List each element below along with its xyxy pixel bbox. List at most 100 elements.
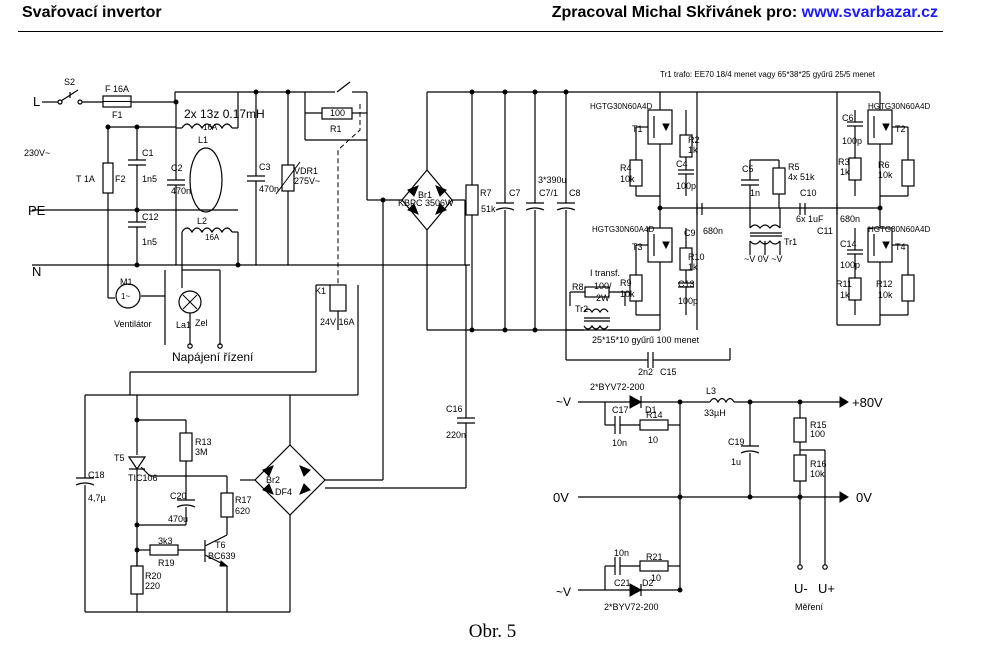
label-c12-value: 1n5 — [142, 237, 157, 247]
label-t1a: T 1A — [76, 174, 95, 184]
credit-link[interactable]: www.svarbazar.cz — [801, 4, 938, 21]
label-c3: C3 — [259, 162, 271, 172]
label-vdr1-value: 275V~ — [294, 176, 320, 186]
label-c1-value: 1n5 — [142, 174, 157, 184]
label-ac-v2: ~V — [556, 585, 571, 599]
label-c1: C1 — [142, 148, 154, 158]
label-c15: C15 — [660, 367, 677, 377]
label-t2: T2 — [895, 124, 906, 134]
label-c21: C21 — [614, 578, 631, 588]
label-r16: R16 — [810, 459, 827, 469]
mains-input-section — [32, 89, 470, 298]
label-c6: C6 — [842, 113, 854, 123]
label-0v-left: 0V — [553, 490, 569, 505]
label-r13-value: 3M — [195, 447, 208, 457]
label-c6-value: 100p — [842, 136, 862, 146]
label-r7: R7 — [480, 188, 492, 198]
label-r1: R1 — [330, 124, 342, 134]
label-c9: C9 — [684, 228, 696, 238]
label-c16-value: 220n — [446, 430, 466, 440]
label-r12: R12 — [876, 279, 893, 289]
label-u-plus: U+ — [818, 581, 835, 596]
label-plus-80v: +80V — [852, 395, 883, 410]
label-c5: C5 — [742, 164, 754, 174]
label-c14: C14 — [840, 239, 857, 249]
label-c7-1: C7/1 — [539, 188, 558, 198]
label-c9-value: 680n — [703, 226, 723, 236]
label-r14: R14 — [646, 410, 663, 420]
label-l1-current: 16A — [203, 123, 218, 132]
label-c3-value: 470n — [259, 184, 279, 194]
right-half-bridge — [697, 91, 915, 326]
label-c16: C16 — [446, 404, 463, 414]
output-rectifier — [578, 395, 849, 597]
label-u-minus: U- — [794, 581, 808, 596]
credit-line: Zpracoval Michal Skřivánek pro: www.svar… — [552, 4, 938, 22]
label-mereni: Měření — [795, 602, 824, 612]
label-l2-current: 16A — [205, 233, 220, 242]
label-r8-value: 100/ — [594, 281, 612, 291]
motor-symbol: 1~ — [121, 292, 130, 301]
label-r6-value: 10k — [878, 170, 893, 180]
label-f16a: F 16A — [105, 84, 129, 94]
label-r14-value: 10 — [648, 435, 658, 445]
label-f2: F2 — [115, 174, 126, 184]
label-c13: C13 — [678, 279, 695, 289]
label-r10-value: 1k — [688, 262, 698, 272]
label-230v: 230V~ — [24, 148, 50, 158]
label-r11: R11 — [836, 279, 852, 289]
label-r15: R15 — [810, 420, 827, 430]
label-0v-right: 0V — [856, 490, 872, 505]
label-r17: R17 — [235, 495, 252, 505]
label-tr1-note: Tr1 trafo: EE70 18/4 menet vagy 65*38*25… — [660, 70, 876, 79]
header-rule — [18, 31, 943, 32]
left-half-bridge — [629, 91, 750, 330]
label-br1: Br1 — [418, 190, 432, 200]
label-t4: T4 — [895, 242, 906, 252]
label-s2: S2 — [64, 77, 75, 87]
label-r9-value: 10k — [620, 289, 635, 299]
label-l2: L2 — [197, 216, 207, 226]
label-r20: R20 — [145, 571, 162, 581]
label-d2: D2 — [642, 578, 654, 588]
label-tr1-outputs: ~V 0V ~V — [744, 254, 783, 264]
label-d2-value: 2*BYV72-200 — [604, 602, 659, 612]
label-d1-value: 2*BYV72-200 — [590, 382, 645, 392]
label-pe: PE — [28, 203, 46, 218]
label-br2: Br2 — [266, 475, 280, 485]
label-c17: C17 — [612, 405, 629, 415]
label-k1: K1 — [315, 286, 326, 296]
label-r5-value: 4x 51k — [788, 172, 815, 182]
label-r6: R6 — [878, 160, 890, 170]
label-r13: R13 — [195, 437, 212, 447]
label-c19-value: 1u — [731, 457, 741, 467]
label-c2-value: 470n — [171, 186, 191, 196]
label-r3-value: 1k — [840, 167, 850, 177]
label-c11-value: 680n — [840, 214, 860, 224]
label-napajeni: Napájení řízení — [172, 350, 254, 364]
label-r8-power: 2W — [596, 293, 610, 303]
label-l3: L3 — [706, 386, 716, 396]
label-c21-value: 10n — [614, 548, 629, 558]
label-r4: R4 — [620, 163, 632, 173]
label-c15-value: 2n2 — [638, 367, 653, 377]
label-l: L — [33, 94, 40, 109]
credit-prefix: Zpracoval Michal Skřivánek pro: — [551, 4, 802, 21]
label-itransf: I transf. — [590, 268, 620, 278]
label-c18-value: 4,7µ — [88, 493, 106, 503]
label-c10-value: 6x 1uF — [796, 214, 824, 224]
label-c19: C19 — [728, 437, 745, 447]
label-t5-value: TIC106 — [128, 473, 158, 483]
label-tr1: Tr1 — [784, 237, 797, 247]
fan-lamp: 1~ — [108, 269, 223, 349]
label-br1-value: KBPC 3506W — [398, 198, 454, 208]
label-n: N — [32, 264, 41, 279]
label-t6-value: BC639 — [208, 551, 236, 561]
label-hgt-t3: HGTG30N60A4D — [592, 225, 654, 234]
snubber-transformer — [741, 159, 850, 255]
label-vdr1: VDR1 — [294, 166, 318, 176]
label-t3: T3 — [632, 242, 643, 252]
label-r1-value: 100 — [330, 108, 345, 118]
label-t1: T1 — [632, 124, 643, 134]
